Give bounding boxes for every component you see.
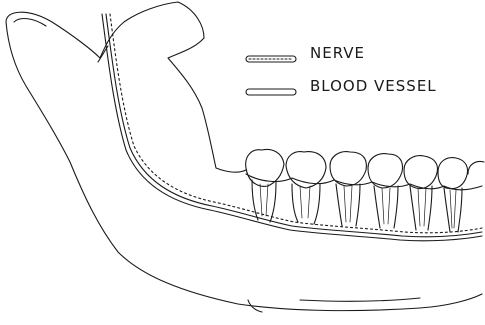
jaw-angle-curve [14, 19, 46, 26]
jawbone-outline [6, 2, 482, 311]
inner-surface-line [300, 298, 420, 301]
vessel-swatch-icon [246, 89, 296, 95]
nerve-swatch-icon [246, 56, 296, 62]
legend-nerve-label: NERVE [310, 44, 365, 62]
legend-blood-vessel-label: BLOOD VESSEL [310, 77, 437, 95]
